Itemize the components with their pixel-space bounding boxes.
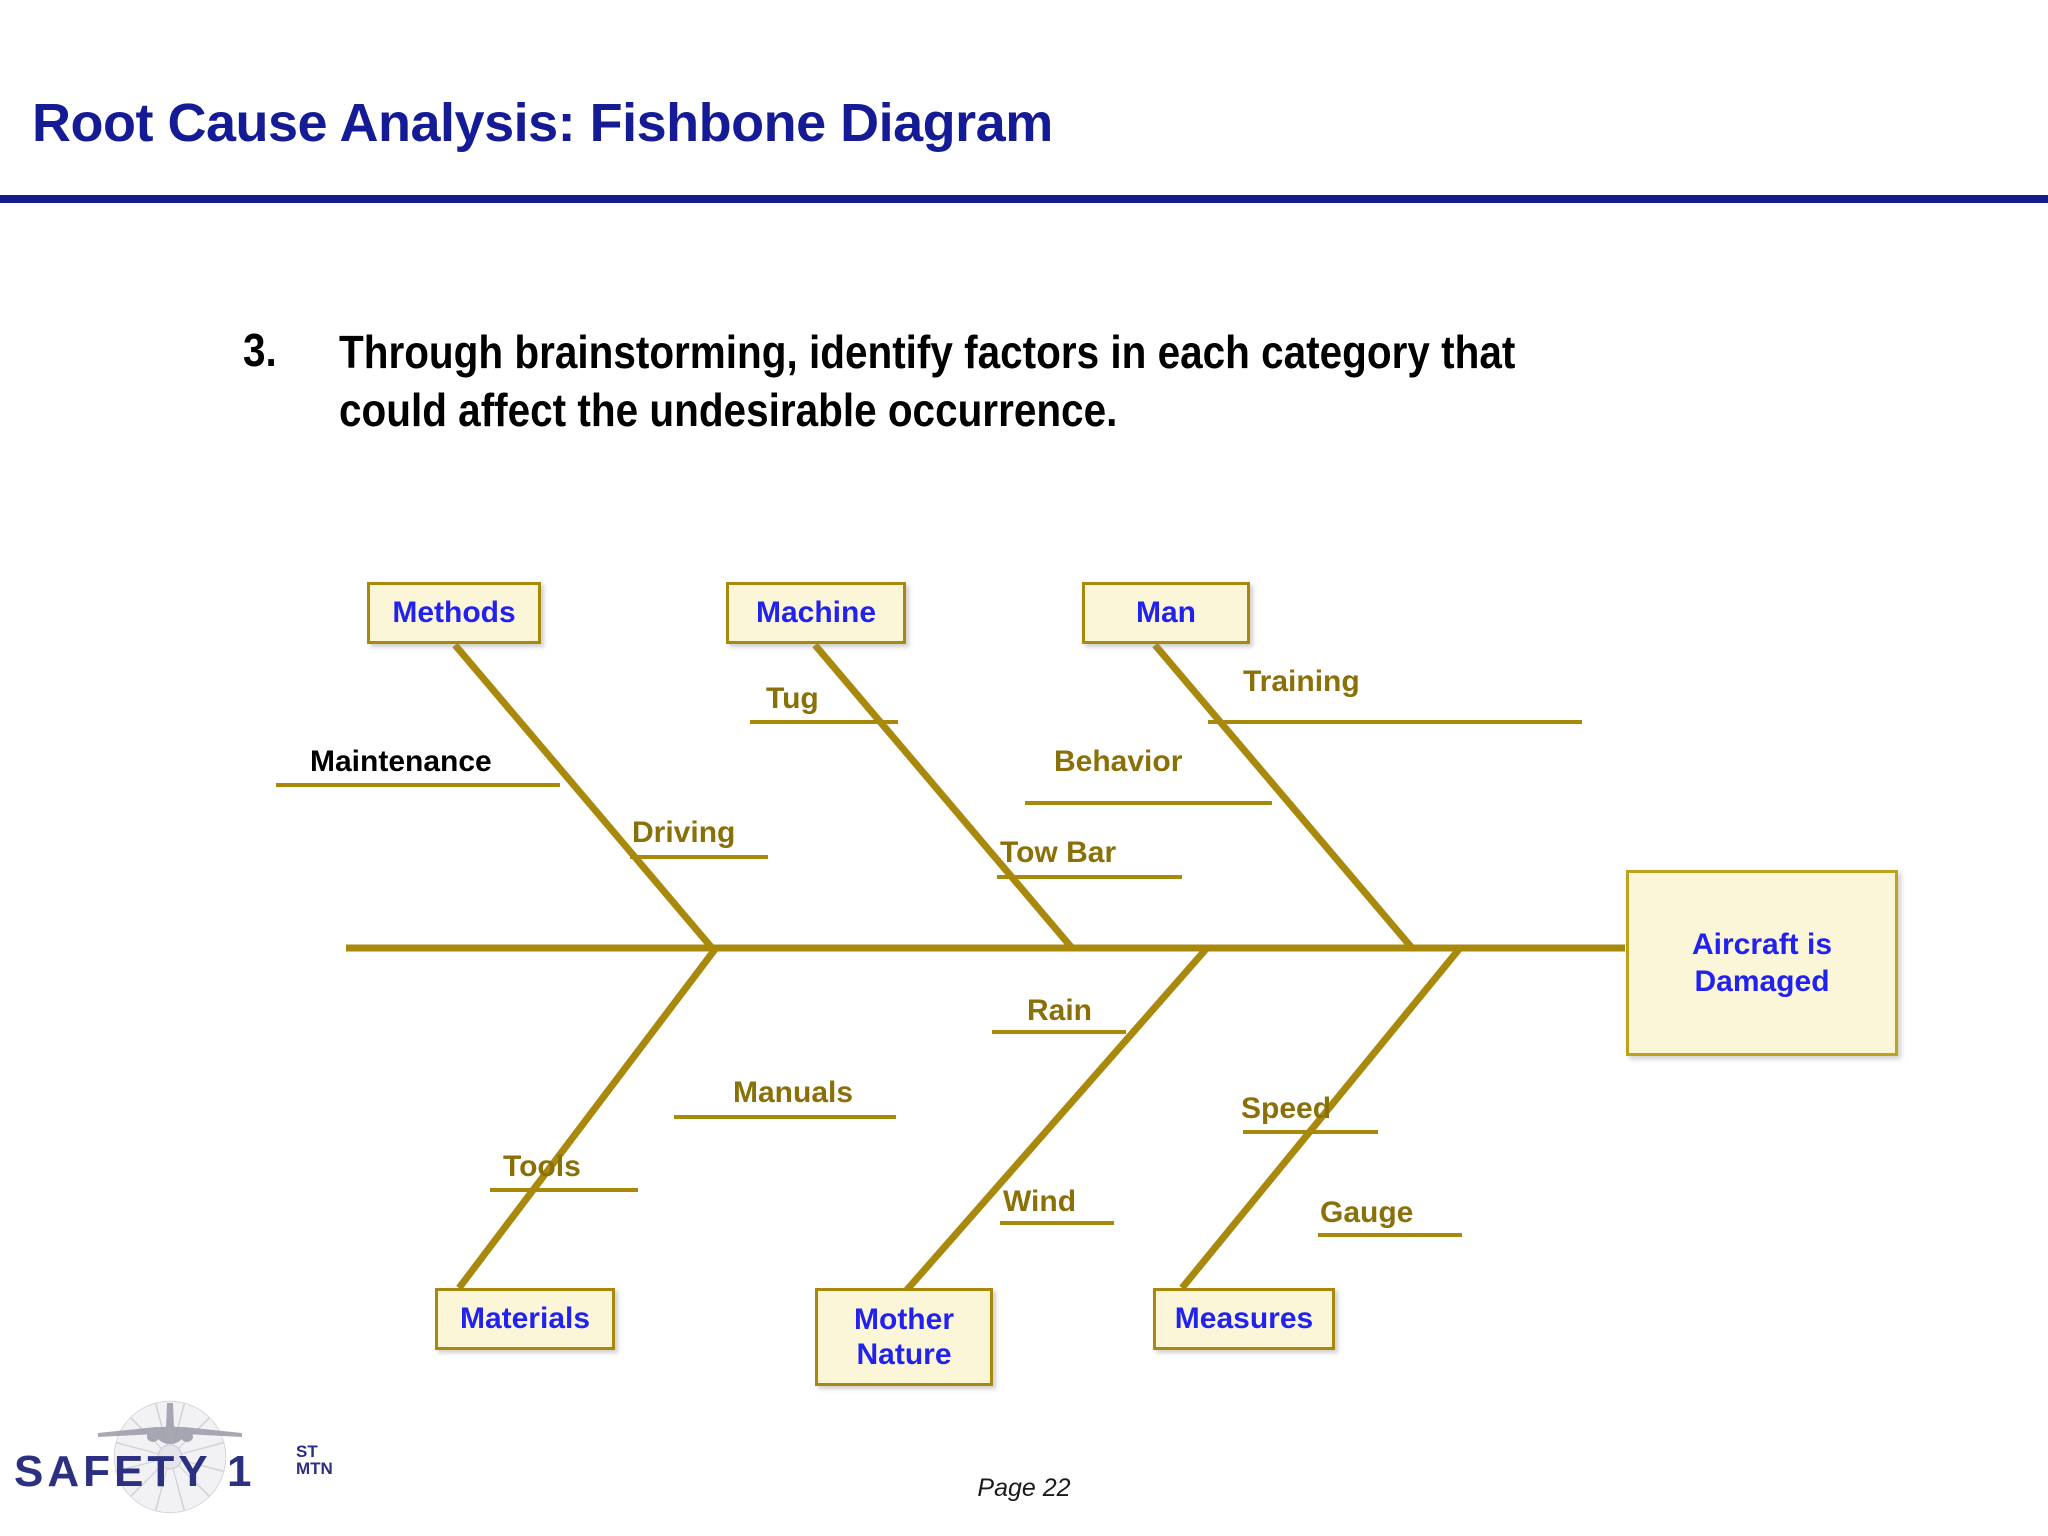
- instruction-bullet: 3. Through brainstorming, identify facto…: [243, 323, 1703, 440]
- rib-methods: [452, 642, 715, 951]
- category-box-methods[interactable]: Methods: [367, 582, 541, 644]
- cause-label-rain[interactable]: Rain: [1027, 994, 1093, 1027]
- category-label: Methods: [392, 596, 516, 630]
- logo-superscript: ST MTN: [296, 1443, 333, 1477]
- logo-sup-bottom: MTN: [296, 1459, 333, 1478]
- category-box-measures[interactable]: Measures: [1153, 1288, 1335, 1350]
- page-title: Root Cause Analysis: Fishbone Diagram: [32, 93, 1053, 153]
- cause-label-driving[interactable]: Driving: [632, 816, 736, 849]
- safety-first-logo: [98, 1399, 242, 1515]
- cause-label-behavior[interactable]: Behavior: [1054, 745, 1183, 778]
- logo-sup-top: ST: [296, 1442, 318, 1461]
- cause-label-wind[interactable]: Wind: [1003, 1185, 1077, 1218]
- cause-label-tow-bar[interactable]: Tow Bar: [1000, 836, 1117, 869]
- category-label: Machine: [755, 596, 877, 630]
- cause-label-tools[interactable]: Tools: [503, 1150, 581, 1183]
- rib-machine: [812, 642, 1075, 951]
- bullet-text: Through brainstorming, identify factors …: [339, 326, 1516, 437]
- category-label: Materials: [459, 1302, 591, 1336]
- bullet-number: 3.: [243, 324, 277, 376]
- category-box-man[interactable]: Man: [1082, 582, 1250, 644]
- effect-box-aircraft-damaged[interactable]: Aircraft is Damaged: [1626, 870, 1898, 1056]
- category-label-line1: Mother: [854, 1302, 954, 1336]
- rib-materials: [456, 945, 719, 1291]
- cause-label-tug[interactable]: Tug: [766, 682, 819, 715]
- cause-label-manuals[interactable]: Manuals: [733, 1076, 854, 1109]
- effect-label-line2: Damaged: [1694, 965, 1830, 998]
- category-box-mother-nature[interactable]: Mother Nature: [815, 1288, 993, 1386]
- title-divider: [0, 195, 2048, 203]
- effect-label-line1: Aircraft is: [1691, 927, 1833, 961]
- category-label: Man: [1136, 596, 1196, 630]
- category-label: Measures: [1174, 1302, 1314, 1336]
- cause-label-training[interactable]: Training: [1243, 665, 1360, 698]
- category-box-machine[interactable]: Machine: [726, 582, 906, 644]
- page-number: Page 22: [977, 1474, 1071, 1502]
- aircraft-silhouette-icon: [98, 1403, 242, 1444]
- cause-label-speed[interactable]: Speed: [1241, 1092, 1332, 1125]
- cause-label-gauge[interactable]: Gauge: [1320, 1196, 1414, 1229]
- cause-label-maintenance[interactable]: Maintenance: [310, 745, 492, 778]
- category-box-materials[interactable]: Materials: [435, 1288, 615, 1350]
- logo-wordmark: SAFETY 1: [14, 1447, 256, 1496]
- category-label-line2: Nature: [856, 1338, 952, 1371]
